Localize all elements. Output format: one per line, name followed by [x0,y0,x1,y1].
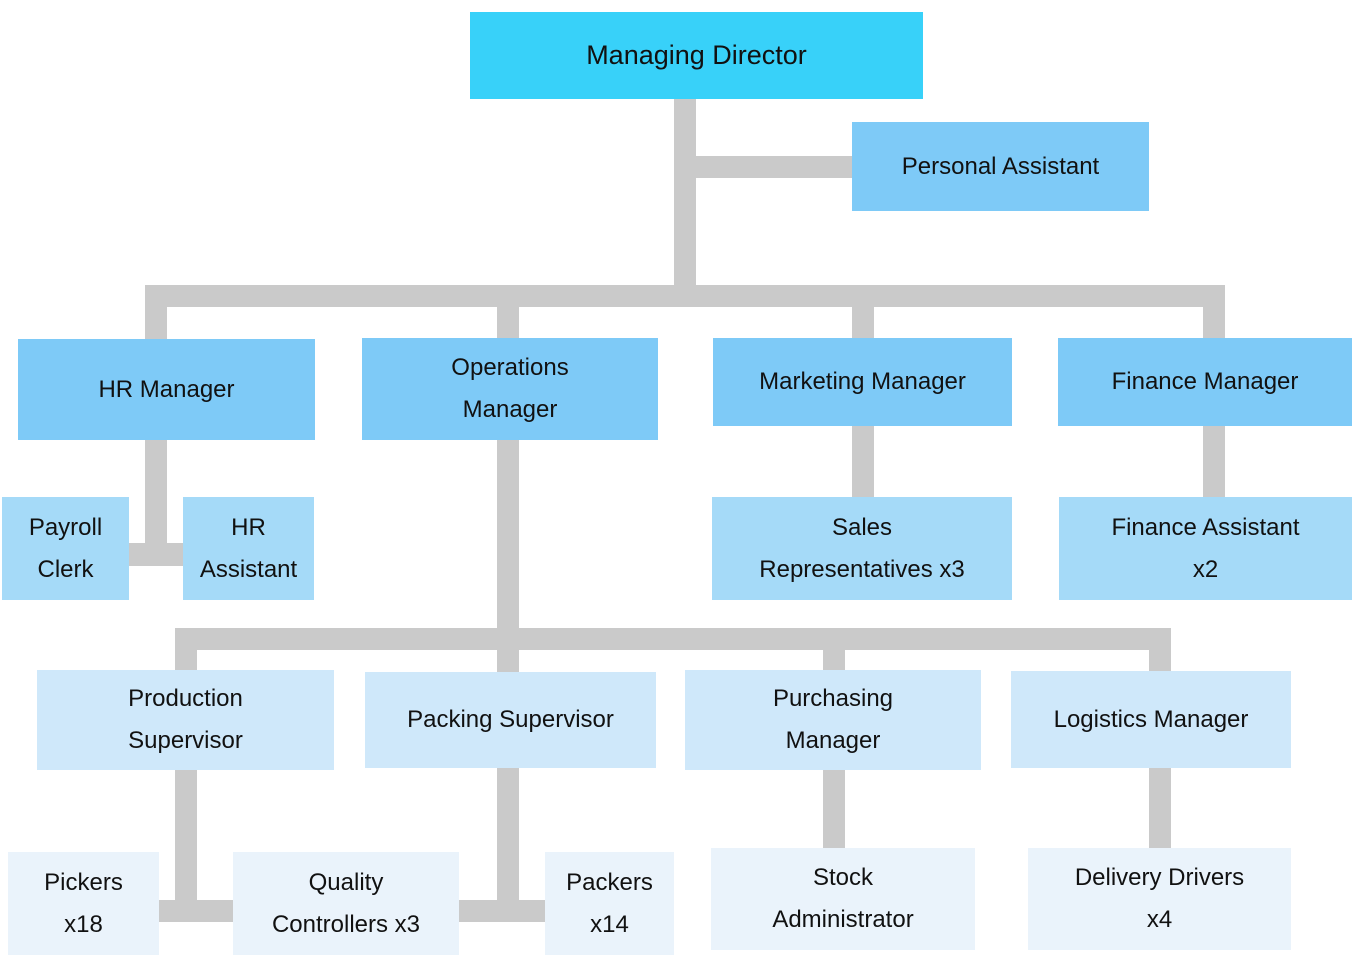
node-packing-supervisor[interactable]: Packing Supervisor [365,672,656,768]
node-logistics-manager[interactable]: Logistics Manager [1011,671,1291,768]
connector-md-trunk-vertical [674,99,696,307]
connector-pickers-qc-stub [155,900,237,922]
node-operations-manager[interactable]: Operations Manager [362,338,658,440]
node-packers[interactable]: Packers x14 [545,852,674,955]
node-marketing-manager[interactable]: Marketing Manager [713,338,1012,426]
node-quality-controllers[interactable]: Quality Controllers x3 [233,852,459,955]
node-pickers[interactable]: Pickers x18 [8,852,159,955]
connector-operations-trunk-horizontal [175,628,1171,650]
connector-personal-assistant-branch [674,156,852,178]
node-stock-administrator[interactable]: Stock Administrator [711,848,975,950]
node-finance-assistant[interactable]: Finance Assistant x2 [1059,497,1352,600]
node-payroll-clerk[interactable]: Payroll Clerk [2,497,129,600]
node-finance-manager[interactable]: Finance Manager [1058,338,1352,426]
node-managing-director[interactable]: Managing Director [470,12,923,99]
connector-operations-vertical [497,307,519,922]
node-personal-assistant[interactable]: Personal Assistant [852,122,1149,211]
node-production-supervisor[interactable]: Production Supervisor [37,670,334,770]
connector-main-trunk-horizontal [145,285,1225,307]
node-hr-manager[interactable]: HR Manager [18,339,315,440]
node-sales-representatives[interactable]: Sales Representatives x3 [712,497,1012,600]
connector-qc-packers-stub [455,900,549,922]
node-hr-assistant[interactable]: HR Assistant [183,497,314,600]
connector-hr-children-stub [125,543,187,566]
node-delivery-drivers[interactable]: Delivery Drivers x4 [1028,848,1291,950]
node-purchasing-manager[interactable]: Purchasing Manager [685,670,981,770]
